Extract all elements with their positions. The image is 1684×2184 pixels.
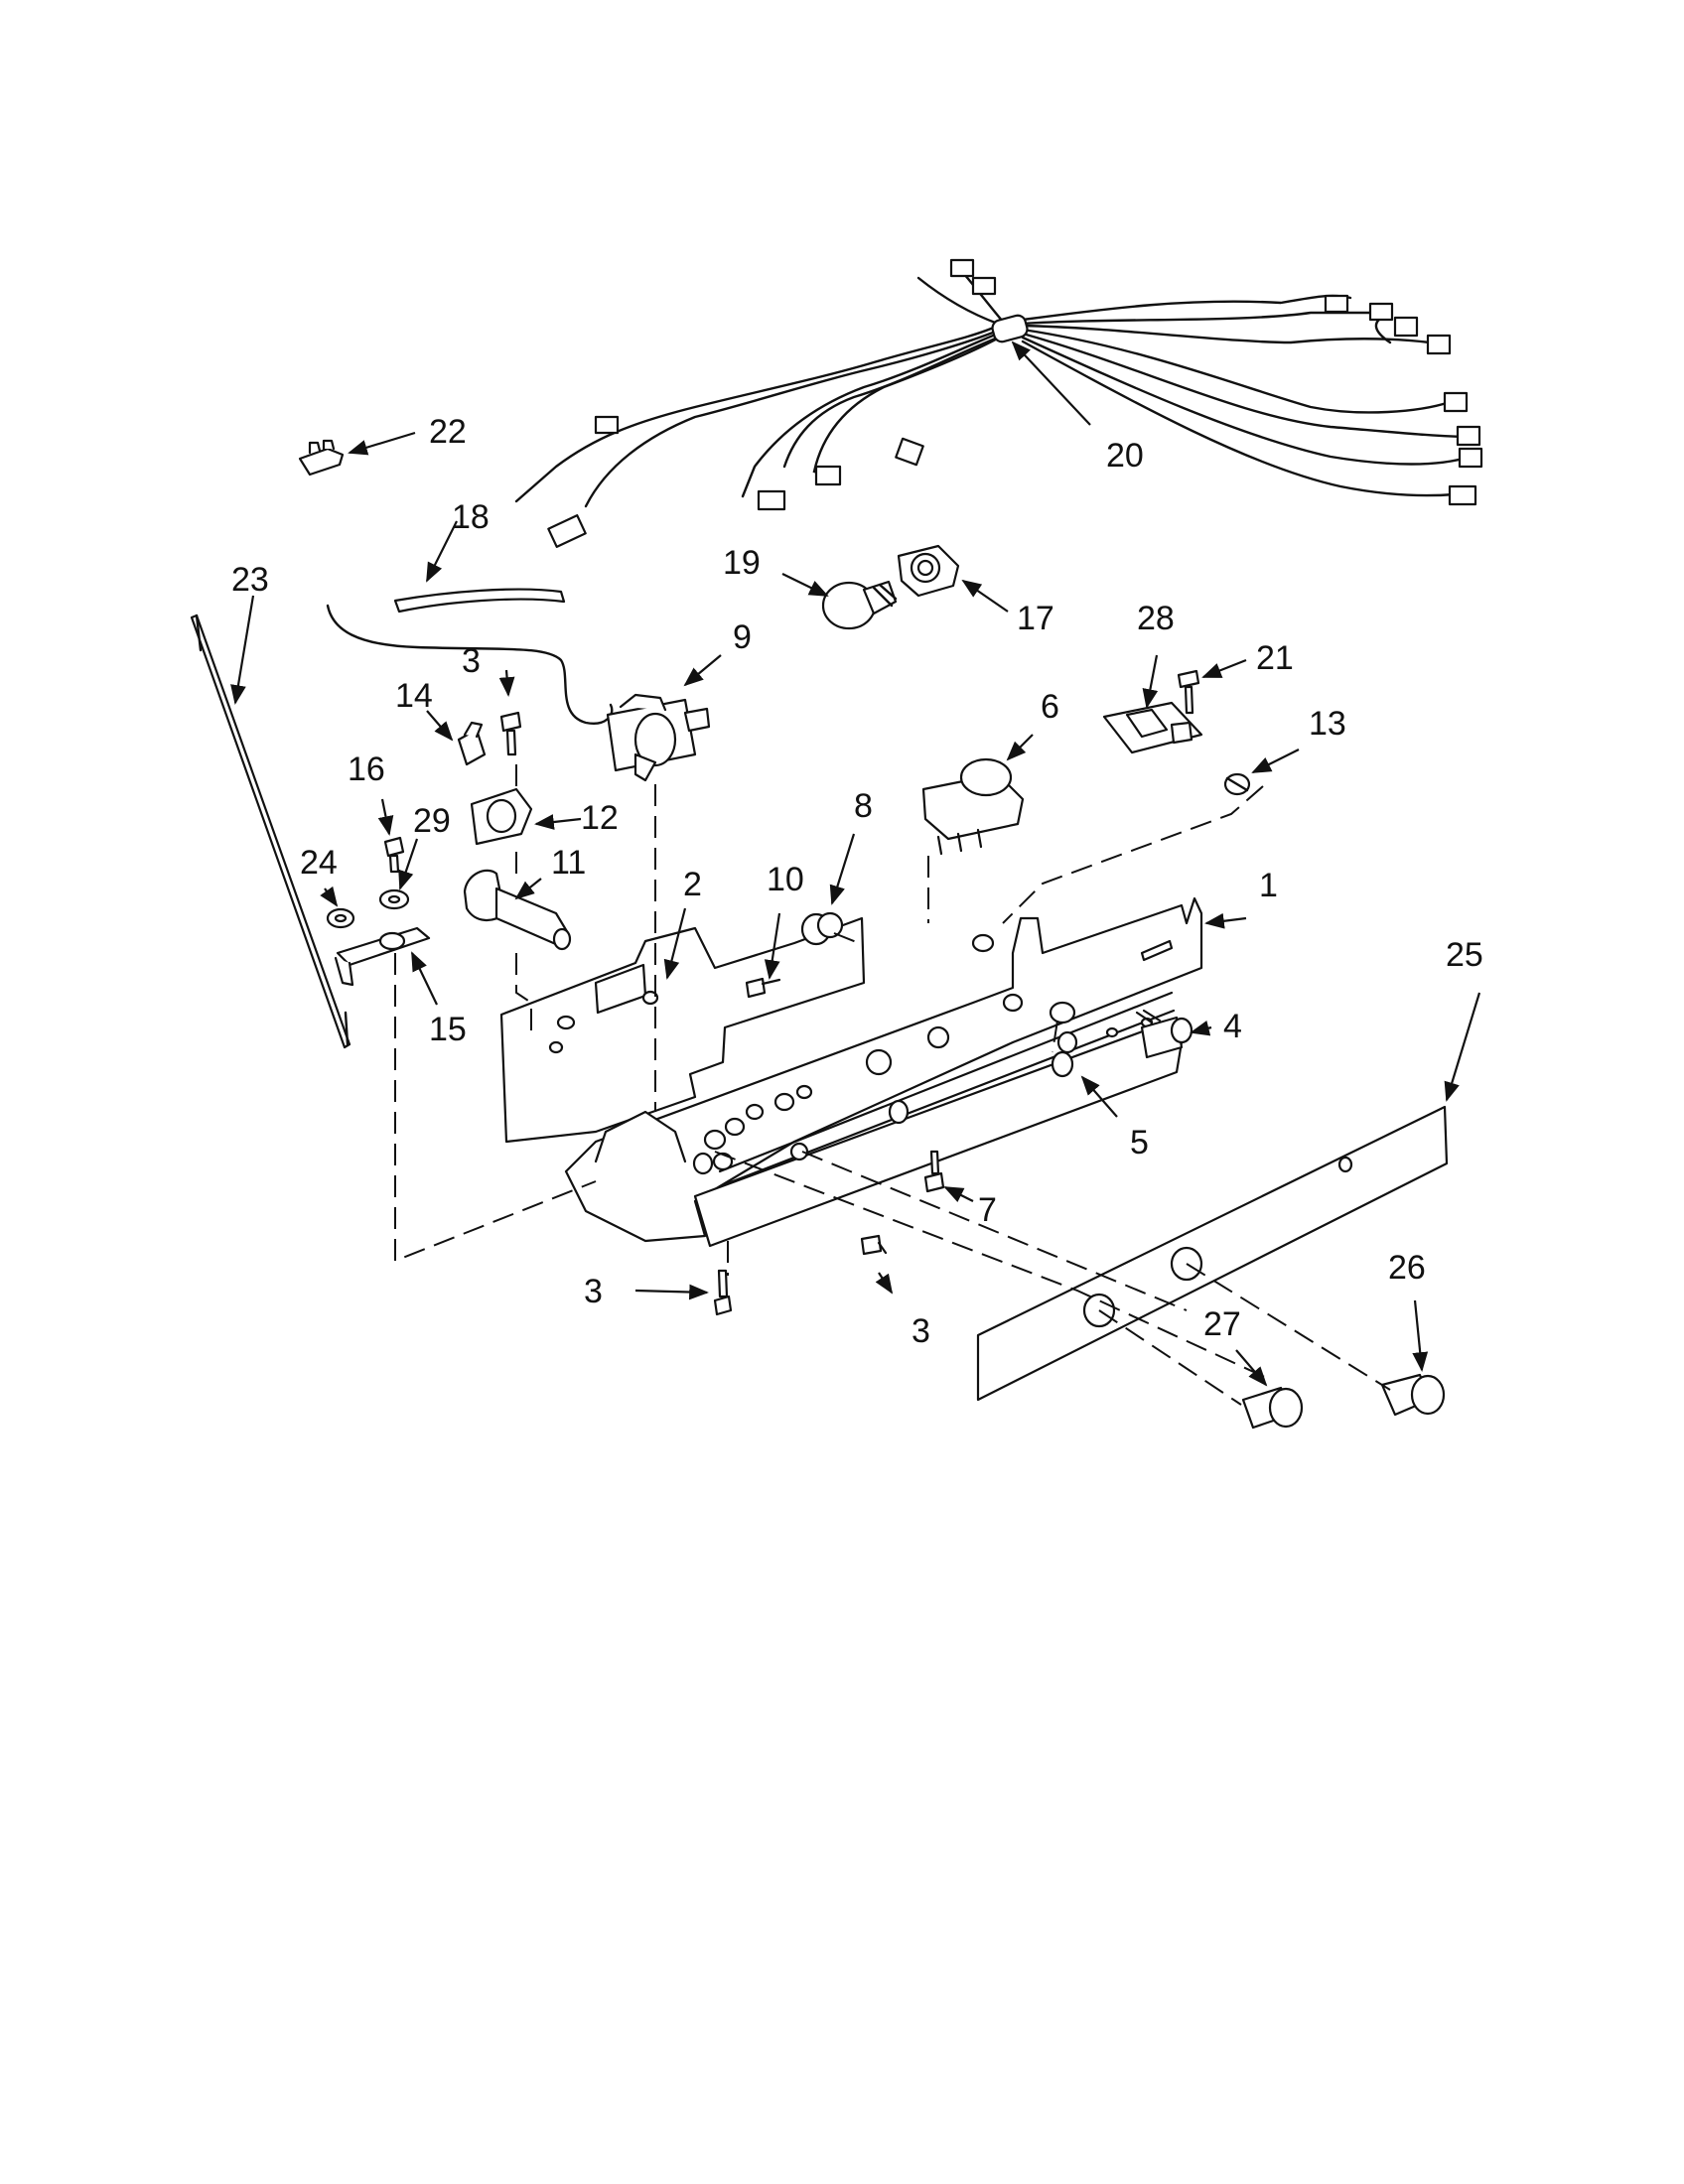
callout-3-top: 3 (462, 642, 481, 680)
callout-13: 13 (1309, 705, 1346, 743)
screw-part-3-top (499, 711, 522, 756)
screw-part-7 (923, 1150, 945, 1193)
callout-2: 2 (683, 866, 702, 903)
callout-leaders (230, 341, 1481, 1387)
wire-harness-part-20 (514, 258, 1483, 548)
washer-part-29 (378, 888, 410, 910)
screw-part-21 (1177, 669, 1200, 715)
callout-10: 10 (767, 861, 804, 898)
callout-25: 25 (1446, 936, 1483, 974)
callout-21: 21 (1256, 639, 1294, 677)
defrost-timer-part-6 (921, 757, 1025, 856)
callout-22: 22 (429, 413, 467, 451)
knob-part-8 (800, 911, 844, 946)
tube-part-18 (326, 588, 614, 725)
callout-23: 23 (231, 561, 269, 599)
shaft-part-11 (463, 869, 572, 951)
callout-12: 12 (581, 799, 619, 837)
callout-28: 28 (1137, 600, 1175, 637)
callout-26: 26 (1388, 1249, 1426, 1287)
callout-24: 24 (300, 844, 338, 882)
cap-part-27 (1241, 1386, 1304, 1430)
callout-19: 19 (723, 544, 761, 582)
button-part-5 (1051, 1050, 1074, 1078)
clip-part-13 (1223, 772, 1251, 796)
switch-part-4 (1135, 1009, 1193, 1059)
clip-part-14 (457, 721, 487, 766)
light-bulb-part-19 (821, 580, 898, 630)
callout-4: 4 (1223, 1008, 1242, 1045)
callout-3-bottom-left: 3 (584, 1273, 603, 1310)
bracket-part-12 (470, 787, 533, 846)
callout-11: 11 (551, 844, 586, 882)
rod-part-23 (190, 614, 351, 1049)
callout-27: 27 (1203, 1305, 1241, 1343)
callout-5: 5 (1130, 1124, 1149, 1161)
callout-1: 1 (1259, 867, 1278, 904)
light-socket-part-17 (897, 544, 960, 598)
clip-part-22 (298, 439, 345, 477)
screw-part-3-right (860, 1234, 888, 1256)
callout-7: 7 (978, 1191, 997, 1229)
screw-part-10 (745, 977, 781, 999)
callout-9: 9 (733, 618, 752, 656)
washer-part-24 (326, 907, 355, 929)
callout-14: 14 (395, 677, 433, 715)
callout-6: 6 (1041, 688, 1059, 726)
callout-17: 17 (1017, 600, 1054, 637)
assembly-lines (394, 764, 1391, 1406)
callout-16: 16 (348, 751, 385, 788)
bracket-part-28 (1102, 701, 1203, 754)
panel-part-25 (976, 1105, 1449, 1402)
callout-29: 29 (413, 802, 451, 840)
lever-part-15 (334, 926, 431, 987)
screw-part-3-bottom (713, 1269, 733, 1316)
callout-15: 15 (429, 1011, 467, 1048)
callout-3-bottom-right: 3 (912, 1312, 930, 1350)
callout-8: 8 (854, 787, 873, 825)
callout-18: 18 (452, 498, 490, 536)
screw-part-16 (383, 836, 405, 874)
callout-labels: 1 2 3 3 3 4 5 6 7 8 9 10 11 12 13 14 15 … (231, 413, 1483, 1350)
cap-part-26 (1380, 1373, 1446, 1417)
thermostat-part-9 (606, 693, 711, 782)
callout-20: 20 (1106, 437, 1144, 475)
